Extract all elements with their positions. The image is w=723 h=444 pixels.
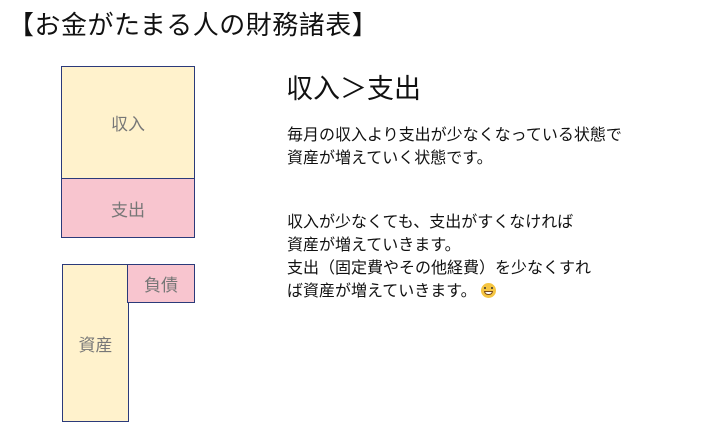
asset-label: 資産 <box>78 335 113 356</box>
explanation-paragraph-2: 収入が少なくても、支出がすくなければ 資産が増えていきます。 支出（固定費やその… <box>287 210 591 302</box>
explanation-heading: 収入＞支出 <box>286 74 421 105</box>
asset-box: 資産 <box>62 264 129 422</box>
paragraph-2-line-4: ば資産が増えていきます。 <box>287 279 591 302</box>
paragraph-1-line-1: 毎月の収入より支出が少なくなっている状態で <box>287 125 622 144</box>
paragraph-1-line-2: 資産が増えていく状態です。 <box>287 148 493 167</box>
explanation-paragraph-1: 毎月の収入より支出が少なくなっている状態で 資産が増えていく状態です。 <box>287 123 622 169</box>
liability-box: 負債 <box>127 264 195 303</box>
grinning-face-icon <box>480 283 496 298</box>
income-box: 収入 <box>61 66 195 179</box>
paragraph-2-line-2: 資産が増えていきます。 <box>287 235 461 254</box>
expense-label: 支出 <box>111 200 145 221</box>
paragraph-2-line-3: 支出（固定費やその他経費）を少なくすれ <box>287 258 592 277</box>
paragraph-2-line-1: 収入が少なくても、支出がすくなければ <box>287 212 574 231</box>
income-label: 収入 <box>111 115 145 135</box>
paragraph-2-line-4-text: ば資産が増えていきます。 <box>287 281 477 300</box>
page-title: 【お金がたまる人の財務諸表】 <box>8 11 379 41</box>
expense-box: 支出 <box>61 178 195 238</box>
liability-label: 負債 <box>144 276 178 296</box>
